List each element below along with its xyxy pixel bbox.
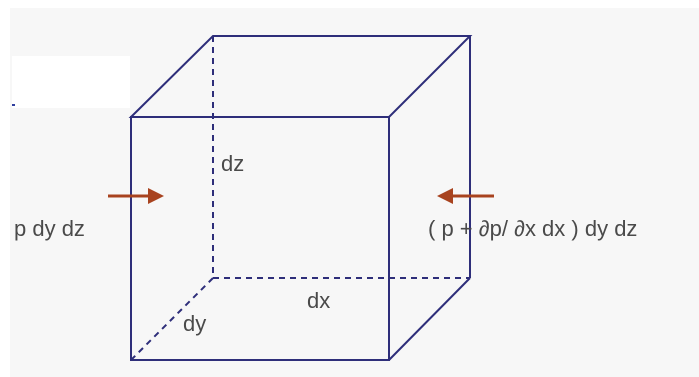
top-face — [128, 35, 473, 118]
hidden-depth-edge — [130, 277, 214, 361]
right-arrow-head — [437, 188, 453, 204]
label-dz: dz — [221, 151, 244, 176]
left-arrow-head — [148, 188, 164, 204]
white-patch — [12, 56, 130, 108]
label-right-force: ( p + ∂p/ ∂x dx ) dy dz — [428, 216, 637, 241]
bottom-right-depth-edge — [388, 277, 471, 361]
label-dx: dx — [307, 288, 330, 313]
left-force-arrow — [108, 188, 164, 204]
right-force-arrow — [437, 188, 494, 204]
label-left-force: p dy dz — [14, 216, 85, 241]
front-face — [130, 116, 390, 361]
tiny-mark — [12, 104, 15, 106]
label-dy: dy — [183, 311, 206, 336]
